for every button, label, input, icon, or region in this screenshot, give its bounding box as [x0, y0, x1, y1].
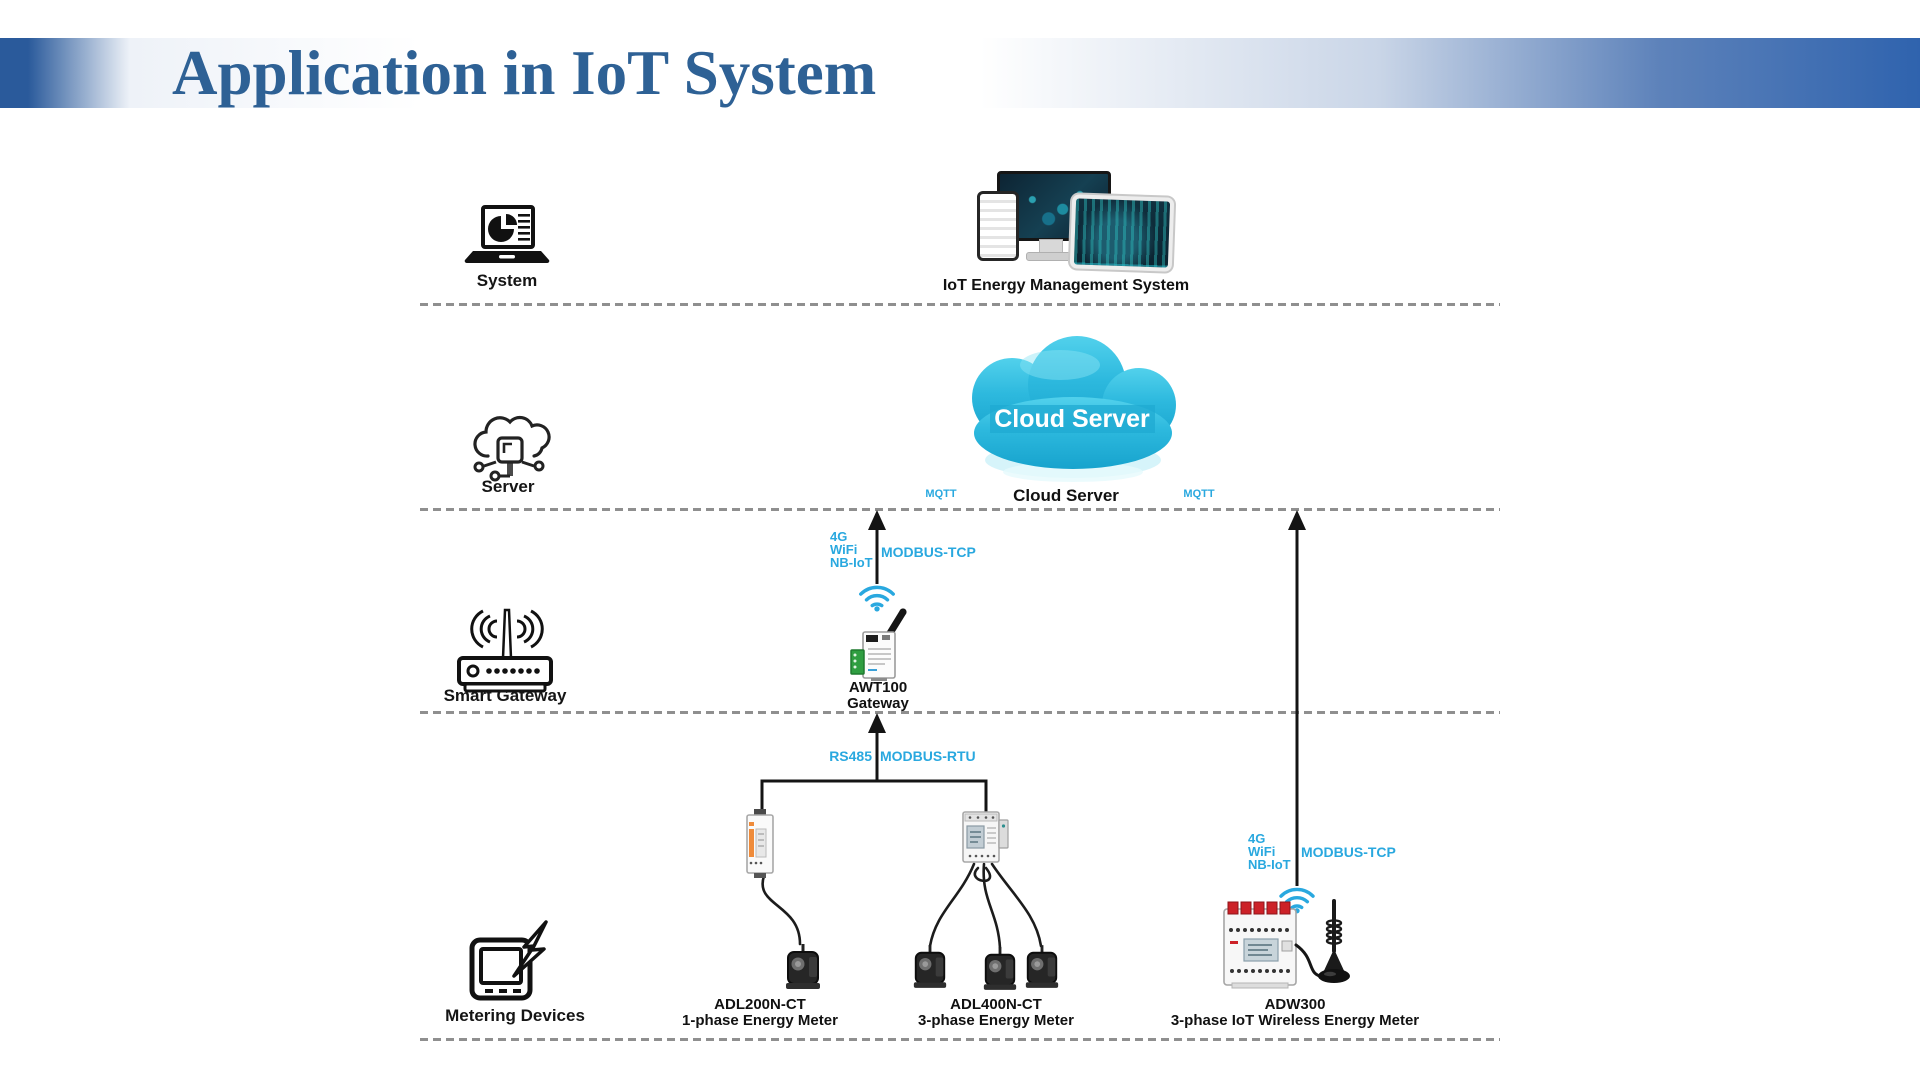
- adw300-name: ADW300: [1264, 996, 1326, 1013]
- ct-cable-adl400-loop: [973, 866, 992, 883]
- adl200-device: [746, 809, 774, 878]
- meter-lightning-icon: [469, 920, 548, 1001]
- adl200-type: 1-phase Energy Meter: [682, 1012, 838, 1029]
- ct-clamp-adl400-b: [983, 947, 1017, 990]
- router-icon: [457, 608, 553, 693]
- ct-cable-adl200: [761, 874, 802, 946]
- awt100-wireless-wifi: WiFi: [830, 542, 858, 557]
- cloud-server-icon: [473, 415, 551, 482]
- ct-clamp-adl200: [786, 944, 820, 989]
- adl400-type: 3-phase Energy Meter: [918, 1012, 1074, 1029]
- ct-clamp-adl400-c: [1025, 945, 1059, 988]
- awt100-name: AWT100: [848, 679, 908, 696]
- arrowhead-awt100-up: [868, 510, 886, 530]
- cloud-label: Cloud Server: [1013, 486, 1119, 505]
- adw300-wireless-stack: 4G WiFi NB-IoT: [1248, 832, 1291, 871]
- arrowhead-adw300-up: [1288, 510, 1306, 530]
- ct-cable-adl400-a: [928, 862, 976, 948]
- mqtt-label-left: MQTT: [925, 488, 957, 500]
- layer-label-gateway: Smart Gateway: [443, 686, 567, 705]
- mqtt-label-right: MQTT: [1183, 488, 1215, 500]
- adl200-name: ADL200N-CT: [714, 996, 806, 1013]
- adw300-label: ADW300 3-phase IoT Wireless Energy Meter: [1145, 997, 1445, 1029]
- layer-divider-server: [420, 508, 1500, 511]
- adw300-wireless-4g: 4G: [1248, 831, 1266, 846]
- layer-divider-gateway: [420, 711, 1500, 714]
- ems-label: IoT Energy Management System: [942, 277, 1190, 294]
- layer-label-system: System: [476, 271, 538, 290]
- cloud-graphic: Cloud Server: [972, 336, 1176, 482]
- laptop-chart-icon: [464, 205, 550, 264]
- layer-divider-metering: [420, 1038, 1500, 1041]
- wifi-icon-adw300: [1279, 887, 1315, 914]
- arrowhead-bus-up: [868, 713, 886, 733]
- ems-phone: [977, 191, 1019, 261]
- cloud-badge: Cloud Server: [994, 405, 1150, 433]
- awt100-device: [850, 608, 907, 681]
- adl400-label: ADL400N-CT 3-phase Energy Meter: [846, 997, 1146, 1029]
- awt100-type: Gateway: [847, 695, 909, 712]
- header-gradient-bar: [0, 38, 1920, 108]
- ct-cable-adl400-b: [982, 862, 1002, 950]
- awt100-wireless-4g: 4G: [830, 529, 848, 544]
- layer-divider-system: [420, 303, 1500, 306]
- rs485-label: RS485: [829, 748, 872, 764]
- adl200-label: ADL200N-CT 1-phase Energy Meter: [610, 997, 910, 1029]
- awt100-wireless-stack: 4G WiFi NB-IoT: [830, 530, 873, 569]
- modbus-rtu-label: MODBUS-RTU: [880, 748, 976, 764]
- adw300-protocol-label: MODBUS-TCP: [1301, 844, 1396, 860]
- awt100-protocol-label: MODBUS-TCP: [881, 544, 976, 560]
- adw300-wireless-wifi: WiFi: [1248, 844, 1276, 859]
- adw300-device: [1223, 899, 1350, 989]
- page-title: Application in IoT System: [172, 38, 877, 108]
- awt100-wireless-nbiot: NB-IoT: [830, 555, 873, 570]
- adl400-name: ADL400N-CT: [950, 996, 1042, 1013]
- adw300-wireless-nbiot: NB-IoT: [1248, 857, 1291, 872]
- wifi-icon-awt100: [859, 585, 895, 612]
- layer-label-server: Server: [481, 477, 535, 496]
- adl400-device: [962, 811, 1009, 863]
- awt100-label: AWT100 Gateway: [728, 680, 1028, 712]
- ct-cable-adl400-c: [990, 862, 1043, 948]
- ct-clamp-adl400-a: [913, 945, 947, 988]
- adw300-type: 3-phase IoT Wireless Energy Meter: [1170, 1012, 1420, 1029]
- layer-label-metering: Metering Devices: [445, 1006, 585, 1025]
